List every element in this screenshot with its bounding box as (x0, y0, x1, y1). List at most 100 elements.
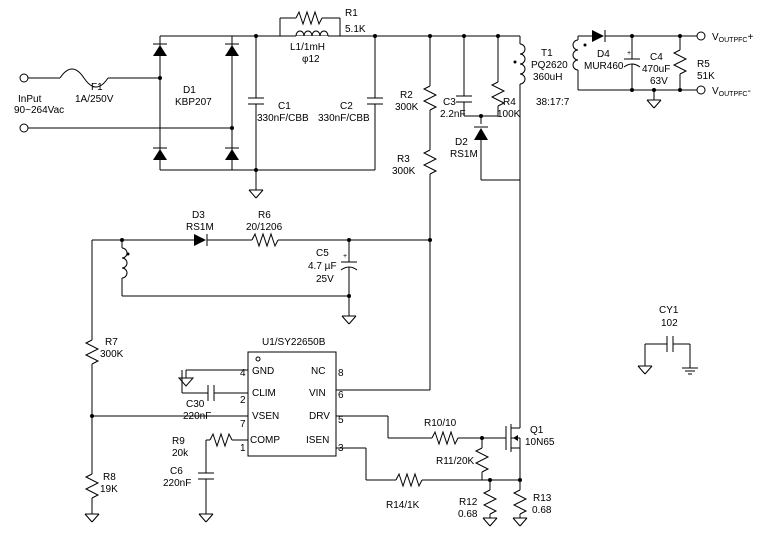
d2-symbol (474, 128, 488, 140)
mosfet-q1: Q1 10N65 (505, 420, 555, 480)
r12-value: 0.68 (458, 509, 478, 520)
ic-pin-comp-num: 1 (240, 443, 246, 454)
output-terminal-neg (696, 85, 706, 95)
r10-symbol (431, 430, 459, 446)
r7-value: 300K (100, 349, 124, 360)
c4-polarity: + (627, 50, 631, 57)
d4-value: MUR460 (584, 61, 624, 72)
d3-value: RS1M (186, 222, 214, 233)
fuse-f1-symbol (59, 68, 109, 88)
vout-pos-label: VOUTPFC+ (712, 32, 753, 44)
gate-drive: R10/10 R11/20K (336, 415, 506, 480)
vout-neg-label: VOUTPFC- (712, 86, 751, 98)
c30-value: 220nF (183, 411, 211, 422)
d2-value: RS1M (450, 149, 478, 160)
r13-ref: R13 (533, 493, 552, 504)
input-terminal-l (19, 73, 29, 83)
r9-symbol (209, 432, 233, 448)
d4-symbol (592, 30, 604, 42)
d2-ref: D2 (455, 137, 468, 148)
ic-pin-gnd-name: GND (252, 366, 274, 377)
c5-ref: C5 (316, 248, 329, 259)
r11-label: R11/20K (436, 456, 475, 467)
current-sense: R14/1K R12 0.68 R13 0.68 (336, 447, 552, 527)
ic-gnd-wiring (177, 369, 248, 387)
t1-secondary (572, 39, 579, 71)
ac-input: InPut 90~264Vac F1 1A/250V (14, 68, 140, 133)
ground-main (248, 189, 264, 199)
bridge-ref: D1 (183, 85, 196, 96)
r4-symbol (490, 81, 506, 107)
r13-value: 0.68 (532, 505, 552, 516)
c6-ref: C6 (170, 466, 183, 477)
ground-r13 (512, 517, 528, 527)
r11-symbol (474, 447, 490, 473)
fuse-ref: F1 (91, 82, 103, 93)
c4-voltage: 63V (650, 76, 668, 87)
r6-value: 20/1206 (246, 222, 283, 233)
r12-symbol (482, 489, 498, 515)
l1-value: φ12 (302, 54, 320, 65)
ground-r8 (84, 513, 100, 523)
r10-label: R10/10 (424, 418, 457, 429)
r4-value: 100K (497, 109, 521, 120)
r1-symbol (295, 10, 323, 26)
controller-ic-u1: U1/SY22650B GND 4 CLIM 2 VSEN 7 COMP 1 N… (240, 337, 344, 457)
t1-aux-winding (121, 247, 128, 279)
vsen-divider: R7 300K R8 19K (84, 240, 248, 523)
ground-aux (341, 315, 357, 325)
r8-ref: R8 (103, 472, 116, 483)
startup-chain: R2 300K R3 300K (336, 34, 520, 391)
t1-primary (519, 43, 526, 85)
ic-pin-vin-name: VIN (309, 388, 326, 399)
ic-pin-nc-num: 8 (338, 368, 344, 379)
c3-value: 2.2nF (440, 109, 466, 120)
c4-value: 470uF (642, 64, 670, 75)
r1-ref: R1 (345, 8, 358, 19)
c1-value: 330nF/CBB (257, 113, 309, 124)
d3-ref: D3 (192, 210, 205, 221)
ic-body (247, 351, 337, 457)
r9-value: 20k (172, 448, 189, 459)
r1-value: 5.1K (345, 24, 366, 35)
ground-ic (177, 377, 195, 387)
r3-value: 300K (392, 166, 416, 177)
c2-value: 330nF/CBB (318, 113, 370, 124)
ic-pin-vsen-num: 7 (240, 419, 246, 430)
comp-network: R9 20k C6 220nF (163, 432, 248, 523)
c6-value: 220nF (163, 478, 191, 489)
rcd-snubber: C3 2.2nF R4 100K D2 RS1M (440, 34, 521, 181)
transformer-t1: T1 PQ2620 360uH 38:17:7 (513, 36, 587, 420)
ic-pin-isen-name: ISEN (306, 435, 329, 446)
ic-pin-comp-name: COMP (250, 435, 280, 446)
r3-ref: R3 (397, 154, 410, 165)
r8-symbol (84, 473, 100, 499)
ic-pin-drv-name: DRV (309, 411, 330, 422)
t1-ratio: 38:17:7 (536, 97, 570, 108)
ic-pin-vin-num: 6 (338, 390, 344, 401)
input-label: InPut (18, 94, 42, 105)
ic-pin-vsen-name: VSEN (252, 411, 279, 422)
ground-r12 (482, 517, 498, 527)
c3-ref: C3 (443, 97, 456, 108)
r4-ref: R4 (503, 97, 516, 108)
aux-supply: + D3 RS1M R6 20/1206 C5 4.7 µF 25V (92, 210, 430, 325)
c30-capacitor: C30 220nF (181, 370, 248, 422)
ic-pin-gnd-num: 4 (240, 368, 246, 379)
ground-cy1-primary (637, 365, 653, 375)
c1-ref: C1 (278, 101, 291, 112)
fuse-value: 1A/250V (75, 94, 114, 105)
c2-ref: C2 (340, 101, 353, 112)
r8-value: 19K (100, 484, 118, 495)
l1-symbol (295, 30, 329, 37)
t1-ref: T1 (541, 48, 553, 59)
r5-value: 51K (697, 71, 715, 82)
r7-ref: R7 (105, 337, 118, 348)
t1-inductance: 360uH (533, 72, 562, 83)
c4-ref: C4 (650, 52, 663, 63)
cy1-value: 102 (661, 318, 678, 329)
d4-ref: D4 (597, 49, 610, 60)
c5-voltage: 25V (316, 274, 334, 285)
ground-output (646, 99, 662, 109)
ic-pin-clim-name: CLIM (252, 388, 276, 399)
